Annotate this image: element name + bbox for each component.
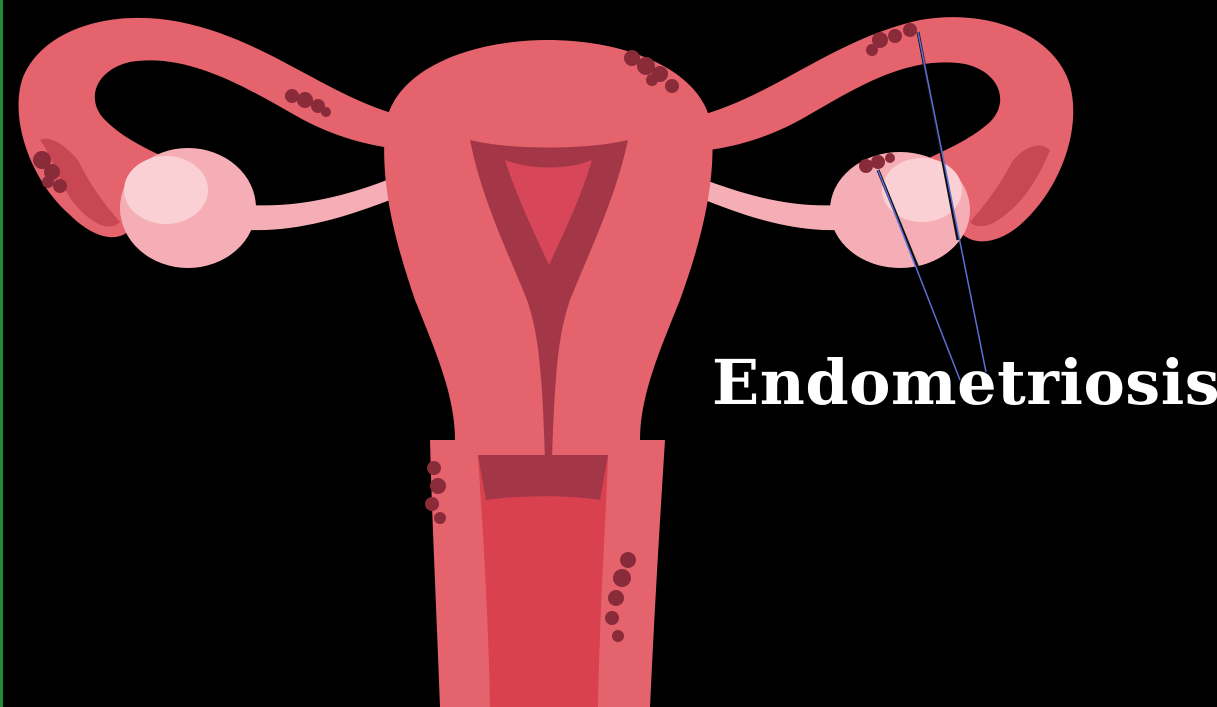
left-ovarian-ligament — [250, 178, 395, 230]
left-ovary-highlight — [124, 156, 208, 224]
right-ovarian-ligament — [700, 178, 840, 230]
endometriosis-label: Endometriosis — [712, 352, 1217, 414]
cervical-os — [478, 455, 608, 500]
